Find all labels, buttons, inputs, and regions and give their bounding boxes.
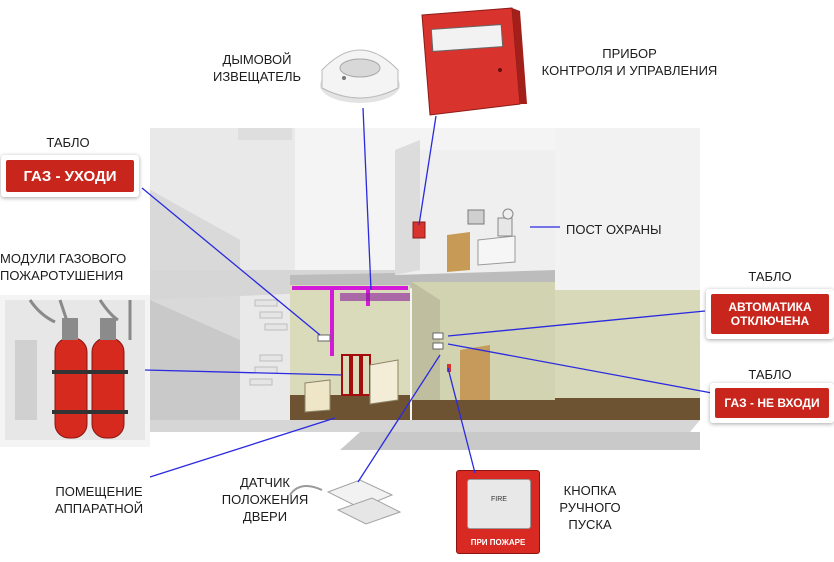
line-control-device (418, 115, 437, 226)
line-smoke-detector (362, 107, 372, 291)
line-tablo-auto-off (447, 310, 706, 337)
label-control-device: ПРИБОР КОНТРОЛЯ И УПРАВЛЕНИЯ (541, 46, 718, 78)
label-tablo-top-left: ТАБЛО (46, 135, 90, 150)
label-gas-modules: МОДУЛИ ГАЗОВОГО ПОЖАРОТУШЕНИЯ (0, 251, 127, 283)
tablo-gas-leave-text: ГАЗ - УХОДИ (23, 167, 117, 185)
line-manual-button (447, 367, 476, 474)
line-door-sensor (357, 354, 441, 483)
button-bottom-text: ПРИ ПОЖАРЕ (470, 538, 526, 547)
label-guard-post: ПОСТ ОХРАНЫ (566, 222, 662, 237)
line-equipment-room (149, 417, 336, 478)
button-fire-text: FIRE (491, 496, 507, 503)
tablo-auto-off: АВТОМАТИКА ОТКЛЮЧЕНА (706, 289, 834, 339)
label-door-sensor: ДАТЧИК ПОЛОЖЕНИЯ ДВЕРИ (221, 475, 309, 524)
tablo-gas-leave: ГАЗ - УХОДИ (1, 155, 139, 197)
line-tablo-gas-leave (141, 187, 321, 336)
label-manual-button: КНОПКА РУЧНОГО ПУСКА (559, 483, 621, 532)
line-gas-modules (144, 369, 343, 376)
line-tablo-no-enter (447, 343, 713, 394)
label-smoke-detector: ДЫМОВОЙ ИЗВЕЩАТЕЛЬ (212, 52, 302, 84)
label-tablo-right-1: ТАБЛО (748, 269, 792, 284)
tablo-gas-no-enter: ГАЗ - НЕ ВХОДИ (710, 383, 834, 423)
manual-call-point: FIRE ПРИ ПОЖАРЕ (456, 470, 540, 554)
label-tablo-right-2: ТАБЛО (748, 367, 792, 382)
label-equipment-room: ПОМЕЩЕНИЕ АППАРАТНОЙ (54, 484, 144, 516)
tablo-gas-no-enter-text: ГАЗ - НЕ ВХОДИ (724, 396, 820, 410)
